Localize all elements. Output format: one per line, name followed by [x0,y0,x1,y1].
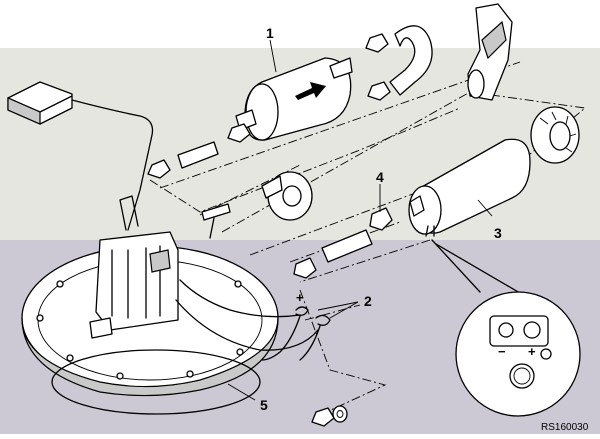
detail-circle [455,291,581,417]
terminal-plus-symbol: + [528,344,536,359]
callout-1: 1 [266,25,274,41]
ground-plus-symbol: + [296,290,304,305]
terminal-minus-symbol: − [498,344,506,359]
leader-lines [227,39,493,401]
retaining-ring [530,106,580,164]
hoses-and-clamps-upper [147,25,433,179]
strainer [467,3,513,101]
pump-damper [261,171,313,221]
callout-5: 5 [260,397,268,413]
reference-code: RS160030 [541,422,589,433]
flow-arrow-icon [295,82,326,100]
hose-and-nut-lower [293,207,393,279]
electrical-connector [7,81,154,231]
ground-straps [261,306,331,361]
fuel-filter [235,57,353,141]
terminal-detail-view: − + [431,239,581,417]
feed-pipe [201,203,231,239]
callout-2: 2 [364,293,372,309]
sender-unit-flange [21,195,319,415]
callout-4: 4 [376,169,384,185]
nut-and-washer [311,405,348,427]
electric-fuel-pump [408,138,531,237]
callout-3: 3 [494,225,502,241]
